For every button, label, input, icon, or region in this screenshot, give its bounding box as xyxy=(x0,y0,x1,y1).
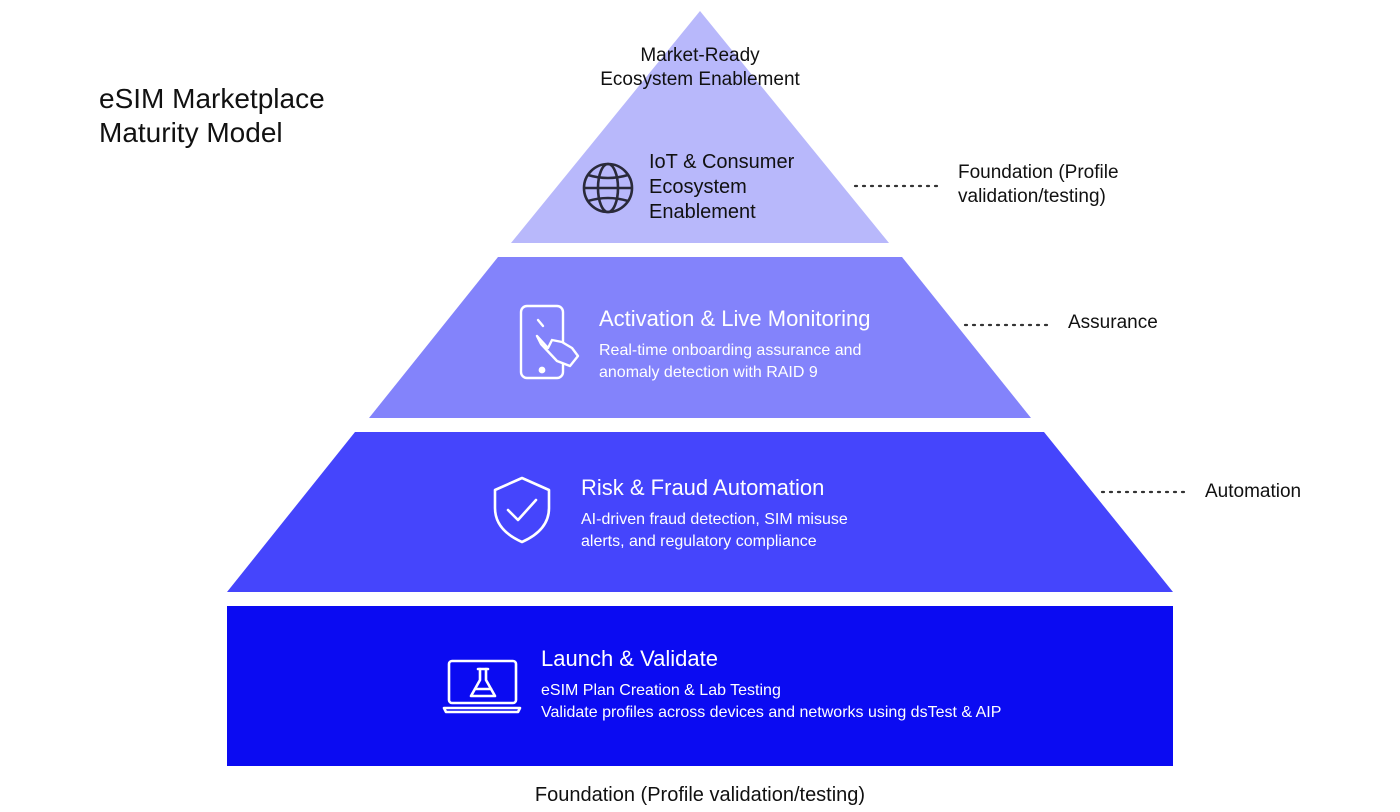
tier-4-desc-line-2: Validate profiles across devices and net… xyxy=(541,704,1002,721)
page-title-line-2: Maturity Model xyxy=(99,117,283,148)
tier-4-desc-line-1: eSIM Plan Creation & Lab Testing xyxy=(541,682,781,699)
tier-3-shape xyxy=(227,432,1173,592)
phone-tap-icon xyxy=(519,304,580,380)
tier-2-desc-line-2: anomaly detection with RAID 9 xyxy=(599,364,818,381)
shield-check-icon xyxy=(493,476,551,544)
tier-1-label: IoT & Consumer Ecosystem Enablement xyxy=(649,150,794,225)
page-title: eSIM Marketplace Maturity Model xyxy=(99,82,325,150)
side-label-tier-1-line-2: validation/testing) xyxy=(958,186,1106,207)
tier-3-desc-line-1: AI-driven fraud detection, SIM misuse xyxy=(581,511,848,528)
tier-3-desc-line-2: alerts, and regulatory compliance xyxy=(581,533,817,550)
tier-2-desc-line-1: Real-time onboarding assurance and xyxy=(599,342,862,359)
apex-label-line-1: Market-Ready xyxy=(640,45,760,66)
tier-3-title: Risk & Fraud Automation xyxy=(581,475,825,500)
tier-2-title: Activation & Live Monitoring xyxy=(599,306,871,331)
tier-3-text: Risk & Fraud Automation AI-driven fraud … xyxy=(581,474,848,553)
footer-label: Foundation (Profile validation/testing) xyxy=(534,784,866,806)
globe-icon xyxy=(582,162,634,214)
side-label-tier-1-line-1: Foundation (Profile xyxy=(958,162,1119,183)
side-label-tier-3: Automation xyxy=(1205,481,1302,502)
side-label-tier-2: Assurance xyxy=(1068,312,1158,333)
tier-1-line-1: IoT & Consumer xyxy=(649,151,795,173)
tier-1-shape xyxy=(511,11,889,243)
laptop-flask-icon xyxy=(442,659,522,714)
tier-2-text: Activation & Live Monitoring Real-time o… xyxy=(599,305,870,384)
tier-1-line-3: Enablement xyxy=(649,201,756,223)
page-title-line-1: eSIM Marketplace xyxy=(99,83,325,114)
tier-4-shape xyxy=(227,606,1173,766)
apex-label-line-2: Ecosystem Enablement xyxy=(600,69,800,90)
tier-1-line-2: Ecosystem xyxy=(649,176,747,198)
apex-label: Market-Ready Ecosystem Enablement xyxy=(560,44,840,92)
tier-4-text: Launch & Validate eSIM Plan Creation & L… xyxy=(541,645,1001,724)
side-label-tier-1: Foundation (Profile validation/testing) xyxy=(958,161,1119,209)
tier-4-title: Launch & Validate xyxy=(541,646,718,671)
